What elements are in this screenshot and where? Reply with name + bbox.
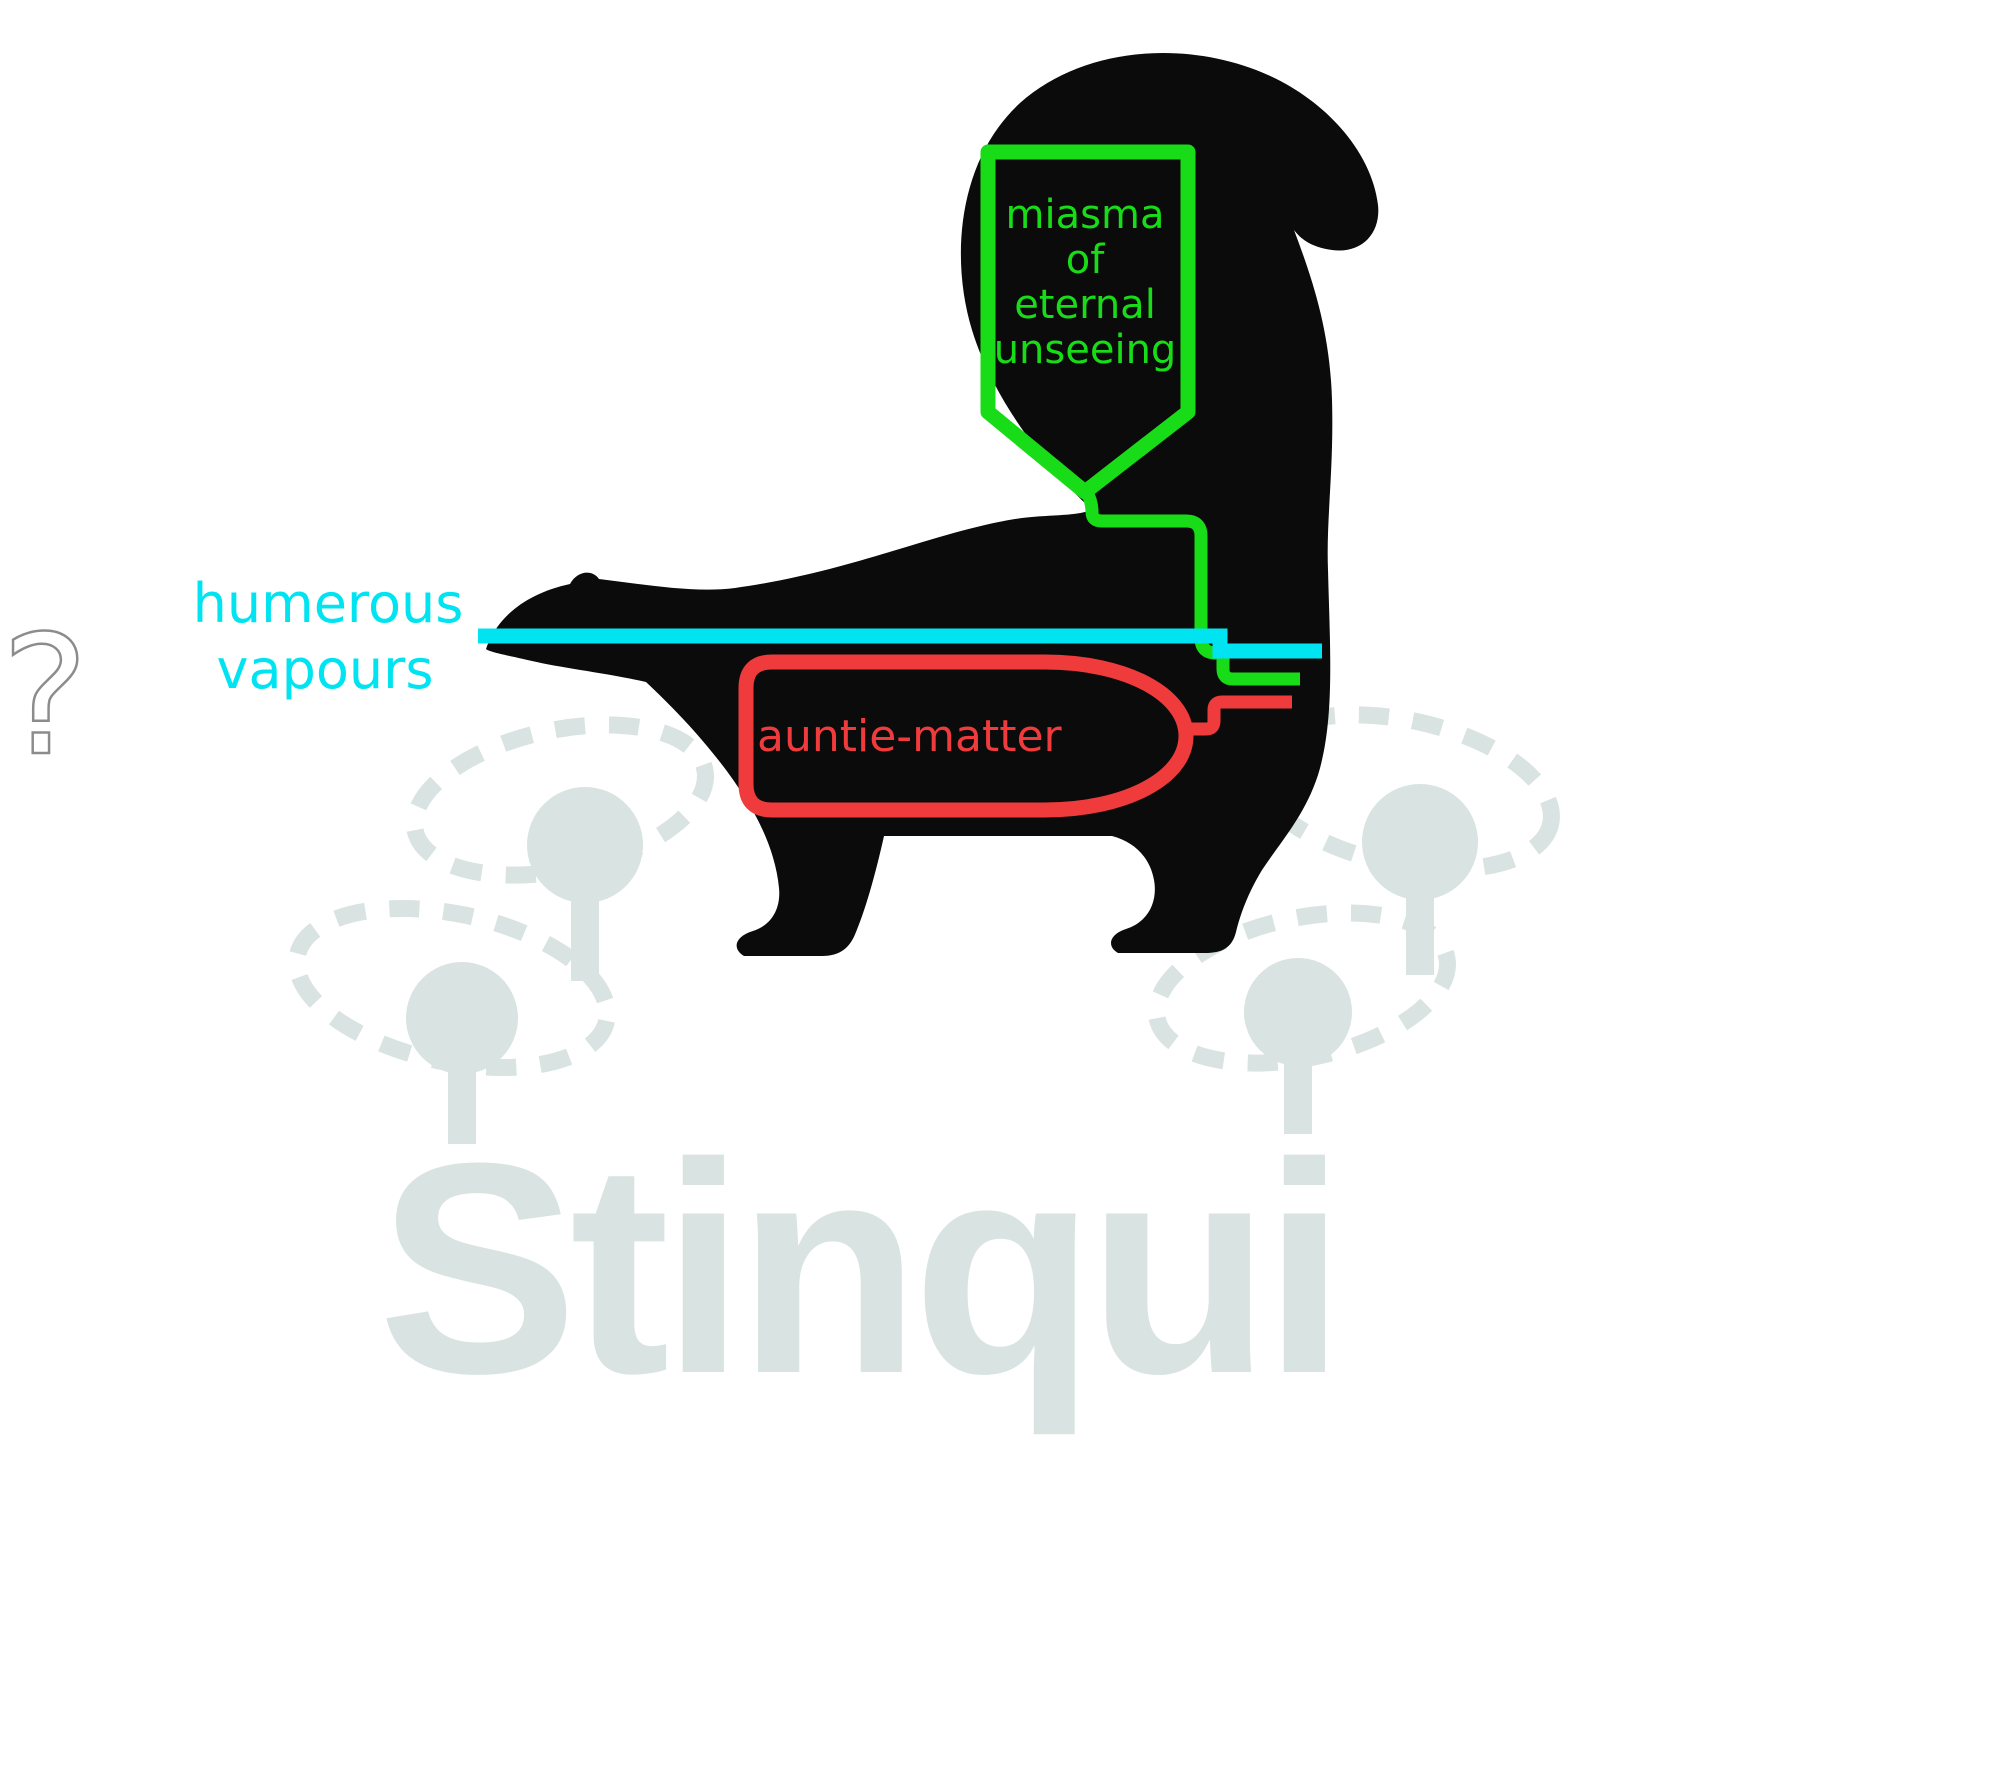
- vapours-callout: humerous vapours: [193, 572, 1322, 701]
- vapours-label-line2: vapours: [217, 638, 434, 701]
- auntie-connector-line: [1184, 695, 1292, 736]
- auntie-label: auntie-matter: [757, 711, 1063, 762]
- miasma-label-line1: miasma: [1006, 192, 1165, 238]
- tree-icon: [527, 787, 643, 903]
- miasma-outline-shape: [980, 144, 1196, 500]
- miasma-callout: miasma of eternal unseeing: [980, 144, 1300, 686]
- auntie-callout: auntie-matter: [738, 654, 1292, 818]
- miasma-connector-line: [1079, 485, 1300, 686]
- background-decorations: Stinqui ?: [0, 599, 1560, 1438]
- tree-stem-icon: [1284, 1056, 1312, 1134]
- skunk-silhouette: [486, 53, 1379, 957]
- tree-stem-icon: [571, 893, 599, 981]
- miasma-label-line3: eternal: [1014, 282, 1156, 328]
- auntie-outline-shape: [738, 654, 1194, 818]
- vapours-line: [478, 628, 1322, 659]
- miasma-label-line2: of: [1066, 237, 1105, 283]
- tree-icon: [1244, 958, 1352, 1066]
- miasma-label-line4: unseeing: [994, 327, 1177, 373]
- vapours-label-line1: humerous: [193, 572, 464, 635]
- watermark-title: Stinqui: [378, 1100, 1338, 1438]
- tree-icon: [1362, 784, 1478, 900]
- tree-icon: [406, 962, 518, 1074]
- tree-stem-icon: [448, 1064, 476, 1144]
- question-mark: ?: [1, 600, 89, 792]
